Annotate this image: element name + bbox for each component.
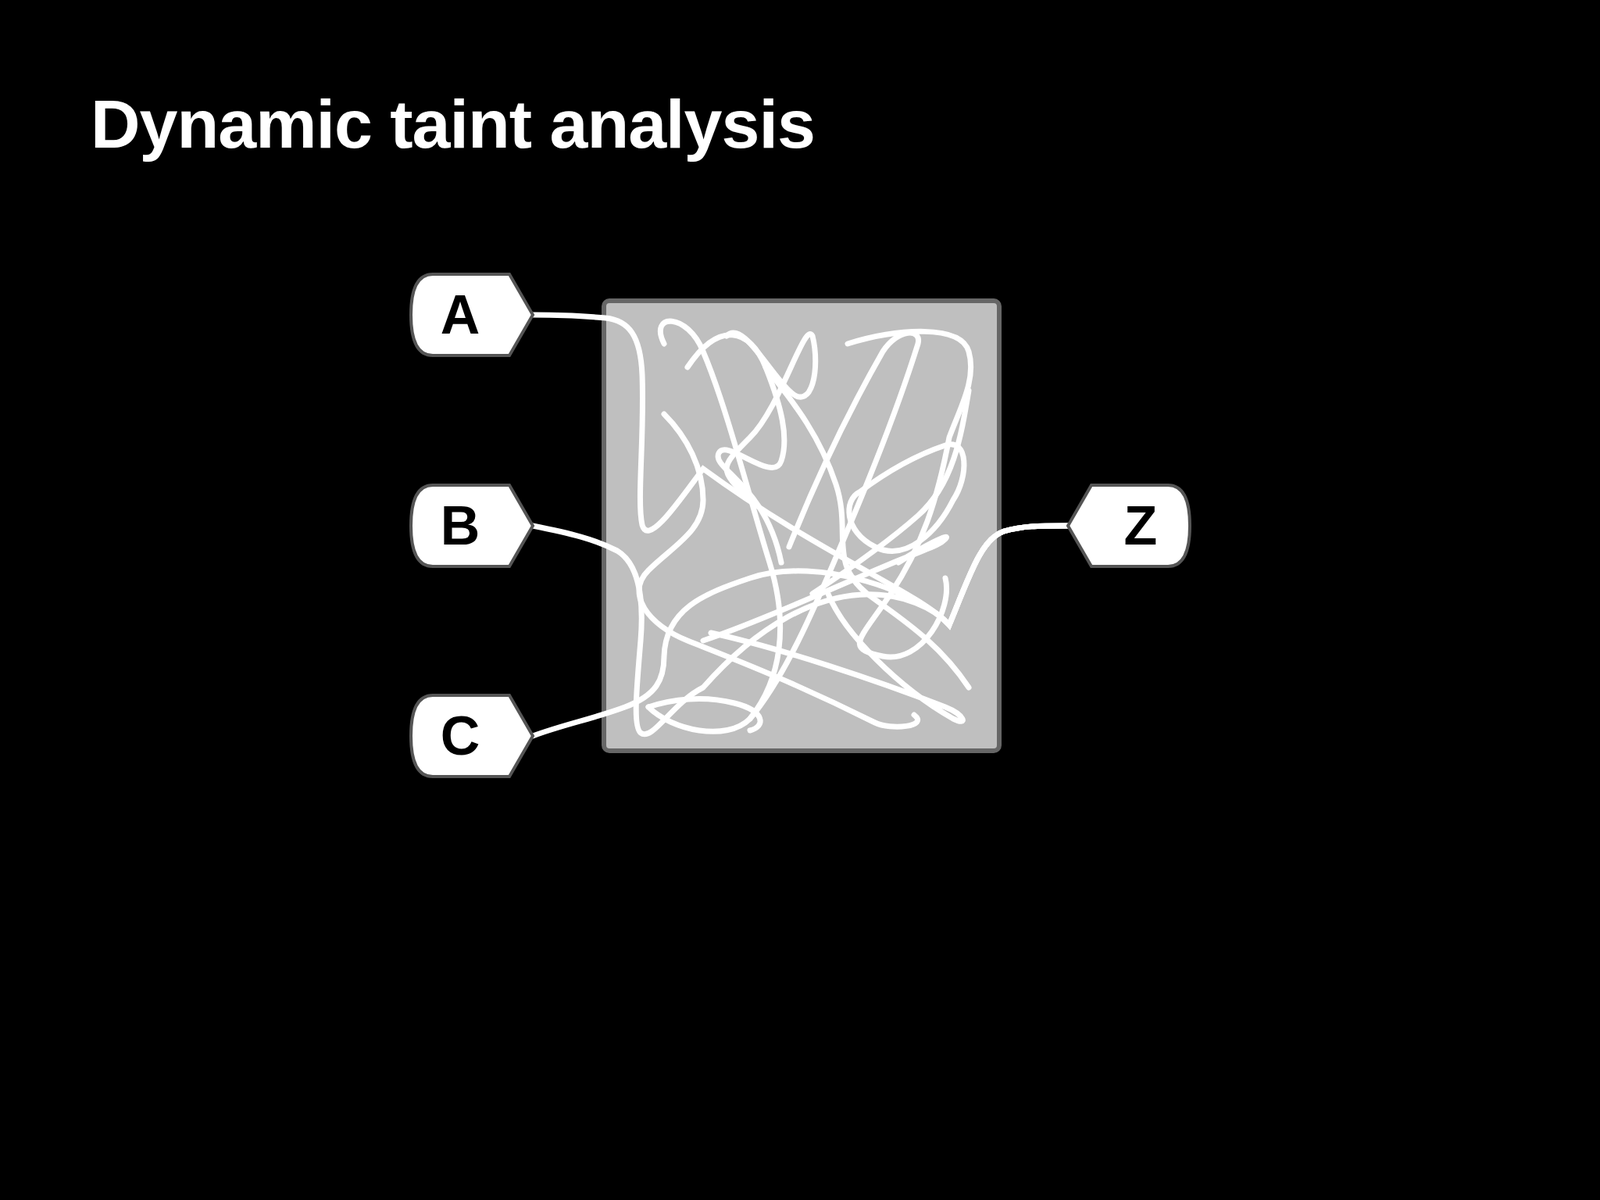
program-box — [603, 300, 1000, 751]
tag-outline — [410, 274, 533, 356]
tangle — [639, 321, 972, 732]
taint-wire — [532, 525, 1068, 736]
signal-tag: A — [409, 272, 535, 358]
tag-letter: C — [440, 704, 481, 768]
signal-tag: Z — [1066, 483, 1192, 568]
taint-wire — [532, 525, 1068, 735]
signal-tag: C — [409, 693, 535, 779]
tag-outline — [410, 485, 533, 567]
tag-letter: Z — [1124, 494, 1158, 558]
tag-outline — [1067, 485, 1190, 567]
tag-letter: A — [440, 283, 481, 347]
tag-letter: B — [440, 494, 481, 558]
slide-title: Dynamic taint analysis — [90, 84, 815, 165]
taint-wire — [532, 314, 1068, 625]
signal-tag: B — [409, 483, 535, 568]
tag-outline — [410, 695, 533, 777]
